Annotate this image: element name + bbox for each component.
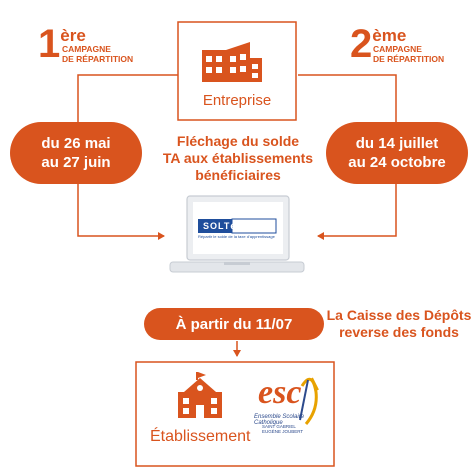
school-icon	[178, 372, 222, 418]
esc-subtitle: Ensemble Scolaire Catholique	[254, 414, 305, 426]
campaign-2-label: 2ème	[350, 24, 406, 64]
dates-2-line1: du 14 juillet	[355, 135, 439, 152]
entreprise-label: Entreprise	[202, 92, 272, 109]
campaign-2-caption-line2: DE RÉPARTITION	[373, 54, 445, 64]
esc-subline-1: SAINT GABRIEL	[262, 424, 296, 429]
campaign-2-number: 2	[350, 22, 373, 66]
building-icon	[202, 42, 262, 82]
campaign-1-number: 1	[38, 22, 61, 66]
esc-logo-text: esc	[258, 374, 302, 411]
soltea-tagline: Répartir le solde de la taxe d'apprentis…	[198, 234, 276, 239]
campaign-2-ordinal: ème	[372, 26, 407, 45]
esc-subline-2: EUGÈNE JOUBERT	[262, 429, 304, 434]
campaign-1-caption-line1: CAMPAGNE	[62, 44, 111, 54]
dates-pill-2: du 14 juillet au 24 octobre	[326, 122, 468, 184]
caisse-line2: reverse des fonds	[339, 324, 459, 340]
flechage-text: Fléchage du solde TA aux établissements …	[148, 133, 328, 184]
campaign-1-caption: CAMPAGNE DE RÉPARTITION	[62, 44, 133, 64]
laptop-icon	[169, 195, 305, 273]
flechage-line1: Fléchage du solde	[176, 133, 300, 149]
etablissement-label: Établissement	[150, 428, 251, 445]
campaign-1-ordinal: ère	[60, 26, 86, 45]
soltea-logo-left	[198, 219, 232, 233]
soltea-logo-wordmark: SOLTéA	[203, 221, 244, 231]
dates-1-line1: du 26 mai	[41, 135, 111, 152]
campaign-2-caption-line1: CAMPAGNE	[373, 44, 422, 54]
dates-pill-1: du 26 mai au 27 juin	[10, 122, 142, 184]
caisse-text: La Caisse des Dépôts reverse des fonds	[324, 307, 474, 341]
campaign-1-label: 1ère	[38, 24, 86, 64]
soltea-logo-right	[231, 218, 277, 234]
flechage-line2: TA aux établissements	[162, 150, 314, 166]
soltea-tagline-1: Répartir le solde de	[198, 234, 233, 239]
dates-2-line2: au 24 octobre	[348, 154, 446, 171]
esc-sublines: SAINT GABRIEL EUGÈNE JOUBERT	[262, 424, 303, 434]
dates-1-line2: au 27 juin	[41, 154, 111, 171]
caisse-line1: La Caisse des Dépôts	[326, 307, 472, 323]
flechage-line3: bénéficiaires	[195, 167, 281, 183]
soltea-tagline-2: la taxe d'apprentissage	[233, 234, 275, 239]
a-partir-pill: À partir du 11/07	[144, 308, 324, 340]
soltea-logo-text: SOLTéA	[198, 219, 276, 233]
esc-logo-graphic	[299, 377, 319, 425]
campaign-2-caption: CAMPAGNE DE RÉPARTITION	[373, 44, 444, 64]
campaign-1-caption-line2: DE RÉPARTITION	[62, 54, 134, 64]
